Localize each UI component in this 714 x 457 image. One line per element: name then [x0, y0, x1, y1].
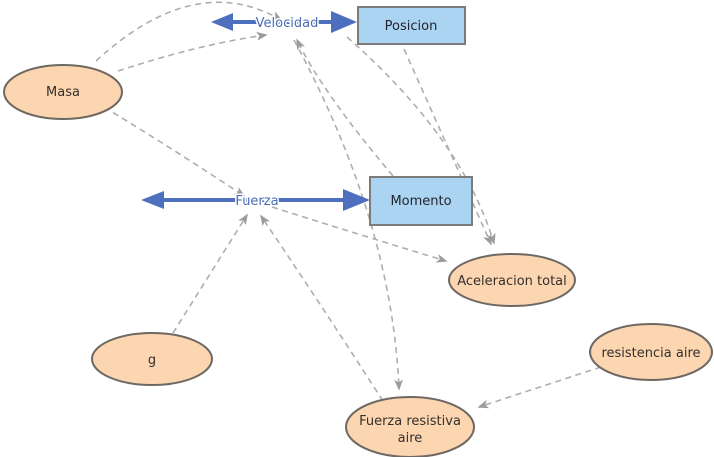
- variable-aceleracion-total[interactable]: Aceleracion total: [448, 253, 576, 307]
- link-posicion-aceleracion-total[interactable]: [403, 48, 492, 246]
- variable-aceleracion-total-ellipse[interactable]: [448, 253, 576, 307]
- stock-posicion-label: Posicion: [385, 19, 438, 34]
- link-resistencia-aire-fuerza-resistiva-aire[interactable]: [477, 366, 602, 409]
- flow-fuerza-label[interactable]: Fuerza: [234, 193, 280, 211]
- variable-fuerza-resistiva-aire[interactable]: Fuerza resistiva aire: [345, 396, 475, 457]
- link-masa-velocidad-lower[interactable]: [117, 31, 268, 72]
- variable-g-ellipse[interactable]: [91, 332, 213, 386]
- variable-g[interactable]: g: [91, 332, 213, 386]
- stock-momento-rect[interactable]: [369, 176, 473, 226]
- link-masa-velocidad-upper[interactable]: [95, 1, 283, 62]
- variable-resistencia-aire-ellipse[interactable]: [589, 323, 713, 381]
- flow-fuerza-right-arrowhead: [343, 189, 370, 211]
- link-fuerza-aceleracion-total[interactable]: [271, 206, 448, 263]
- link-velocidad-aceleracion-total[interactable]: [346, 36, 496, 245]
- link-layer: [95, 1, 602, 409]
- stock-posicion[interactable]: Posicion: [357, 6, 466, 45]
- variable-fuerza-resistiva-aire-label-line2: aire: [398, 431, 423, 446]
- flow-fuerza-left-arrowhead: [141, 191, 164, 209]
- variable-resistencia-aire[interactable]: resistencia aire: [589, 323, 713, 381]
- variable-fuerza-resistiva-aire-label-line1: Fuerza resistiva: [359, 414, 461, 429]
- variable-aceleracion-total-label: Aceleracion total: [457, 274, 567, 289]
- flow-velocidad[interactable]: Velocidad: [211, 11, 357, 33]
- link-momento-velocidad[interactable]: [296, 38, 394, 177]
- variable-fuerza-resistiva-aire-ellipse[interactable]: [345, 396, 475, 457]
- stock-posicion-rect[interactable]: [357, 6, 466, 45]
- variable-masa[interactable]: Masa: [3, 64, 123, 120]
- link-g-fuerza[interactable]: [172, 213, 248, 334]
- stock-momento-label: Momento: [390, 194, 451, 209]
- variable-g-label: g: [148, 353, 156, 368]
- variable-masa-label: Masa: [46, 85, 80, 100]
- variable-masa-ellipse[interactable]: [3, 64, 123, 120]
- variable-resistencia-aire-label: resistencia aire: [601, 346, 700, 361]
- stock-momento[interactable]: Momento: [369, 176, 473, 226]
- flow-velocidad-left-arrowhead: [211, 13, 233, 31]
- link-fuerza-resistiva-aire-fuerza[interactable]: [260, 214, 384, 402]
- flow-fuerza[interactable]: Fuerza: [141, 189, 370, 211]
- link-masa-fuerza[interactable]: [103, 106, 246, 197]
- flow-velocidad-label[interactable]: Velocidad: [254, 15, 320, 33]
- flow-velocidad-right-arrowhead: [331, 11, 357, 33]
